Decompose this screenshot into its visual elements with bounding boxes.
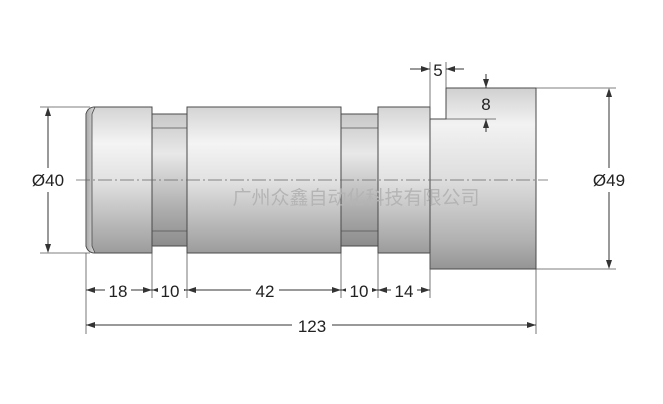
dim-left-diameter: Ø40 <box>24 106 90 254</box>
shaft-large-head <box>429 87 537 270</box>
dim-seg2-label: 10 <box>161 282 180 301</box>
dim-step-width: 5 <box>410 61 464 119</box>
dim-segment-chain: 18 10 42 10 14 <box>86 280 430 301</box>
dim-seg1-label: 18 <box>109 282 128 301</box>
dim-total-length: 123 <box>86 314 536 336</box>
dim-step-depth: 8 <box>446 74 496 132</box>
dim-seg5-label: 14 <box>395 282 414 301</box>
shaft-body <box>85 87 537 270</box>
dim-right-diameter-label: Ø49 <box>593 171 625 190</box>
dim-left-diameter-label: Ø40 <box>32 171 64 190</box>
dim-seg4-label: 10 <box>350 282 369 301</box>
dim-right-diameter: Ø49 <box>536 87 634 270</box>
dim-seg3-label: 42 <box>256 282 275 301</box>
watermark: 广州众鑫自动化科技有限公司 <box>232 187 479 209</box>
dim-step-width-label: 5 <box>433 61 442 80</box>
dim-step-depth-label: 8 <box>481 95 490 114</box>
dim-total-length-label: 123 <box>298 317 326 336</box>
shaft-left-chamfer <box>85 106 96 254</box>
